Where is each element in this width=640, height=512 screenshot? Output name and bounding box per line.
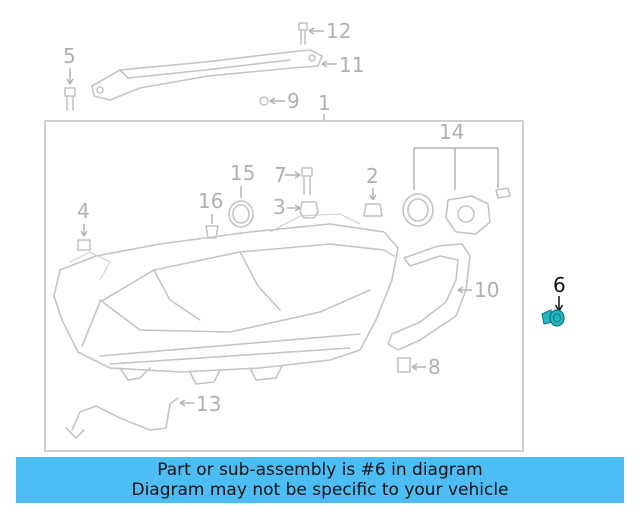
callout-2: 2 [366,164,379,188]
banner-line-2: Diagram may not be specific to your vehi… [131,480,509,500]
part-1-headlamp-assembly-frame[interactable]: 1 [44,91,524,452]
part-10-seal-strip[interactable]: 10 [387,243,499,351]
banner-line-1: Part or sub-assembly is #6 in diagram [157,460,483,480]
callout-9: 9 [287,89,300,113]
part-15-seal-ring[interactable]: 15 [228,161,255,228]
callout-13: 13 [196,392,221,416]
part-6-highlighted-screw[interactable]: 6 [541,273,566,327]
part-3-nut[interactable]: 3 [273,195,319,219]
part-14-bulb-components [402,187,511,235]
part-16-bulb[interactable]: 16 [198,189,223,239]
callout-1: 1 [318,91,331,115]
callout-12: 12 [326,19,351,43]
callout-4: 4 [77,199,90,223]
part-4-grommet[interactable]: 4 [77,199,91,251]
part-9-clip[interactable]: 9 [259,89,300,113]
headlamp-housing [53,213,399,385]
callout-11: 11 [339,53,364,77]
callout-15: 15 [230,161,255,185]
part-5-bolt[interactable]: 5 [63,44,76,111]
part-2-retainer[interactable]: 2 [363,164,383,217]
callout-14: 14 [439,120,464,144]
part-13-wiring-harness[interactable]: 13 [65,392,221,439]
callout-8: 8 [428,355,441,379]
part-11-bracket[interactable]: 11 [91,49,364,101]
callout-6: 6 [553,273,566,297]
part-14-bulb-group[interactable]: 14 [413,120,499,190]
callout-5: 5 [63,44,76,68]
info-banner: Part or sub-assembly is #6 in diagram Di… [16,457,624,503]
callout-16: 16 [198,189,223,213]
parts-diagram: 12 11 5 9 1 14 15 [44,19,566,452]
callout-7: 7 [274,163,287,187]
part-12-bolt[interactable]: 12 [298,19,351,45]
callout-10: 10 [474,278,499,302]
callout-3: 3 [273,195,286,219]
part-7-bolt[interactable]: 7 [274,163,313,195]
part-8-clip[interactable]: 8 [397,355,441,379]
